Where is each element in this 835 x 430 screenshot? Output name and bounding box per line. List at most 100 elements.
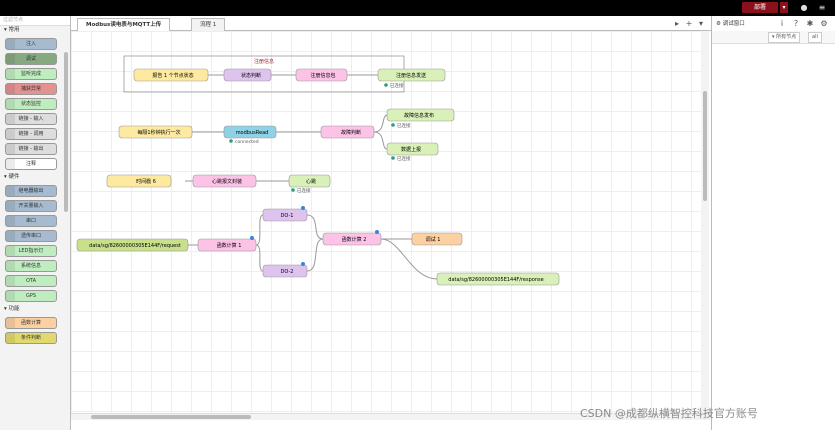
node-label: 心跳报文封装 xyxy=(212,178,242,185)
add-tab-icon[interactable]: + xyxy=(685,19,693,28)
palette-node-label: 透传串口 xyxy=(20,233,41,239)
palette-node-icon xyxy=(6,159,15,169)
tab-modbus[interactable]: Modbus读电表与MQTT上传 xyxy=(77,18,171,31)
flow-node[interactable]: 时间戳 6 xyxy=(106,174,172,188)
workspace-vertical-scrollbar[interactable] xyxy=(701,31,709,413)
node-status: connected xyxy=(235,139,259,145)
node-status: 已连接 xyxy=(297,187,311,194)
palette-node-label: 链接 - 调用 xyxy=(18,131,44,137)
palette-node-label: 串口 xyxy=(25,218,36,224)
flow-node[interactable]: 函数计算 2 xyxy=(322,230,382,246)
palette-node-label: 监听完成 xyxy=(20,71,41,77)
vertical-scroll-thumb[interactable] xyxy=(703,91,707,201)
palette-node[interactable]: 链接 - 输入 xyxy=(5,113,57,125)
palette-node-icon xyxy=(6,69,15,79)
flow-tabs: Modbus读电表与MQTT上传 流程 1 ▸ + ▾ xyxy=(71,16,711,31)
category-nodes-common: 注入调试监听完成捕获异常状态监控链接 - 输入链接 - 调用链接 - 输出注释 xyxy=(0,38,70,170)
flow-node[interactable]: 每隔1秒钟执行一次 xyxy=(118,125,193,139)
user-icon[interactable]: ● xyxy=(800,3,808,12)
node-label: 故障信息发布 xyxy=(404,112,434,119)
flow-node[interactable]: 函数计算 1 xyxy=(197,236,257,252)
category-title: 常用 xyxy=(8,27,20,33)
flow-workspace[interactable]: 注册信息 报告 1 个节点状态 状态判断 注册信息包 注册信息发送已连接 每隔1… xyxy=(71,31,701,413)
palette-category-common[interactable]: ▾ 常用 xyxy=(4,27,20,33)
palette-node-label: 链接 - 输出 xyxy=(18,146,44,152)
deploy-menu-caret[interactable]: ▾ xyxy=(780,2,788,13)
flow-node[interactable]: 调试 1 xyxy=(411,232,463,246)
flow-node[interactable]: 心跳报文封装 xyxy=(192,174,257,188)
palette-node-label: 链接 - 输入 xyxy=(18,116,44,122)
node-label: 每隔1秒钟执行一次 xyxy=(137,129,180,136)
palette-node[interactable]: 注入 xyxy=(5,38,57,50)
horizontal-scroll-thumb[interactable] xyxy=(91,415,251,419)
palette-node[interactable]: GPS xyxy=(5,290,57,302)
palette-node[interactable]: LED指示灯 xyxy=(5,245,57,257)
node-status: 已连接 xyxy=(397,122,411,129)
flow-node[interactable]: 报告 1 个节点状态 xyxy=(133,68,209,82)
node-label: 注册信息发送 xyxy=(396,72,426,79)
flow-node[interactable]: 故障判断 xyxy=(320,125,375,139)
palette-node-label: GPS xyxy=(25,293,37,299)
palette-node-icon xyxy=(6,216,15,226)
flow-node[interactable]: 注册信息包 xyxy=(295,68,348,82)
node-label: 时间戳 6 xyxy=(136,178,156,185)
clear-debug-button[interactable]: all xyxy=(808,32,822,43)
config-icon[interactable]: ⚙ xyxy=(820,19,828,28)
tab-list-icon[interactable]: ▾ xyxy=(698,19,703,28)
flow-node[interactable]: data/sg/82600000305E144F/response xyxy=(436,272,560,286)
info-icon[interactable]: i xyxy=(780,19,784,28)
filter-label: 所有节点 xyxy=(776,34,797,40)
filter-nodes-button[interactable]: ▾ 所有节点 xyxy=(768,32,801,43)
palette-search-input[interactable]: 过滤节点 xyxy=(0,16,70,26)
palette-node-label: 捕获异常 xyxy=(20,86,41,92)
palette-category-function[interactable]: ▾ 功能 xyxy=(4,306,20,312)
palette-node-icon xyxy=(6,291,15,301)
node-status: 已连接 xyxy=(397,155,411,162)
flow-node[interactable]: DO-1 xyxy=(262,206,308,222)
palette-node[interactable]: 链接 - 输出 xyxy=(5,143,57,155)
palette-node[interactable]: 透传串口 xyxy=(5,230,57,242)
palette-node[interactable]: OTA xyxy=(5,275,57,287)
palette-node-icon xyxy=(6,129,15,139)
tab-scroll-icon[interactable]: ▸ xyxy=(674,19,679,28)
palette-node[interactable]: 条件判断 xyxy=(5,332,57,344)
palette-node[interactable]: 继电器输出 xyxy=(5,185,57,197)
palette-node[interactable]: 状态监控 xyxy=(5,98,57,110)
help-icon[interactable]: ? xyxy=(793,19,799,28)
flow-node[interactable]: DO-2 xyxy=(262,262,308,278)
category-title: 功能 xyxy=(8,306,20,312)
palette-node-icon xyxy=(6,54,15,64)
palette-node[interactable]: 链接 - 调用 xyxy=(5,128,57,140)
palette-node[interactable]: 串口 xyxy=(5,215,57,227)
flow-node[interactable]: 状态判断 xyxy=(223,68,272,82)
palette-node[interactable]: 函数计算 xyxy=(5,317,57,329)
debug-icon[interactable]: ✱ xyxy=(806,19,814,28)
palette-node[interactable]: 开关量输入 xyxy=(5,200,57,212)
palette-node-label: 继电器输出 xyxy=(18,188,44,194)
group-label: 注册信息 xyxy=(254,58,274,65)
palette-node[interactable]: 系统信息 xyxy=(5,260,57,272)
flow-node[interactable]: data/sg/82600000305E144F/request xyxy=(76,238,189,252)
palette-node[interactable]: 捕获异常 xyxy=(5,83,57,95)
deploy-button[interactable]: 部署 xyxy=(742,2,778,13)
menu-icon[interactable]: ≡ xyxy=(818,3,826,12)
palette-node-label: LED指示灯 xyxy=(18,248,44,254)
node-label: DO-1 xyxy=(281,213,294,219)
palette-node-icon xyxy=(6,246,15,256)
palette-node[interactable]: 调试 xyxy=(5,53,57,65)
palette-node[interactable]: 监听完成 xyxy=(5,68,57,80)
palette-scrollbar[interactable] xyxy=(64,52,68,212)
palette-node[interactable]: 注释 xyxy=(5,158,57,170)
tab-flow-1[interactable]: 流程 1 xyxy=(191,18,226,31)
workspace-horizontal-scrollbar[interactable] xyxy=(71,413,711,420)
node-label: 状态判断 xyxy=(241,72,261,79)
palette-category-hardware[interactable]: ▾ 硬件 xyxy=(4,174,20,180)
palette-node-label: 调试 xyxy=(25,56,36,62)
header-bar: 部署 ▾ ● ≡ xyxy=(0,0,835,16)
